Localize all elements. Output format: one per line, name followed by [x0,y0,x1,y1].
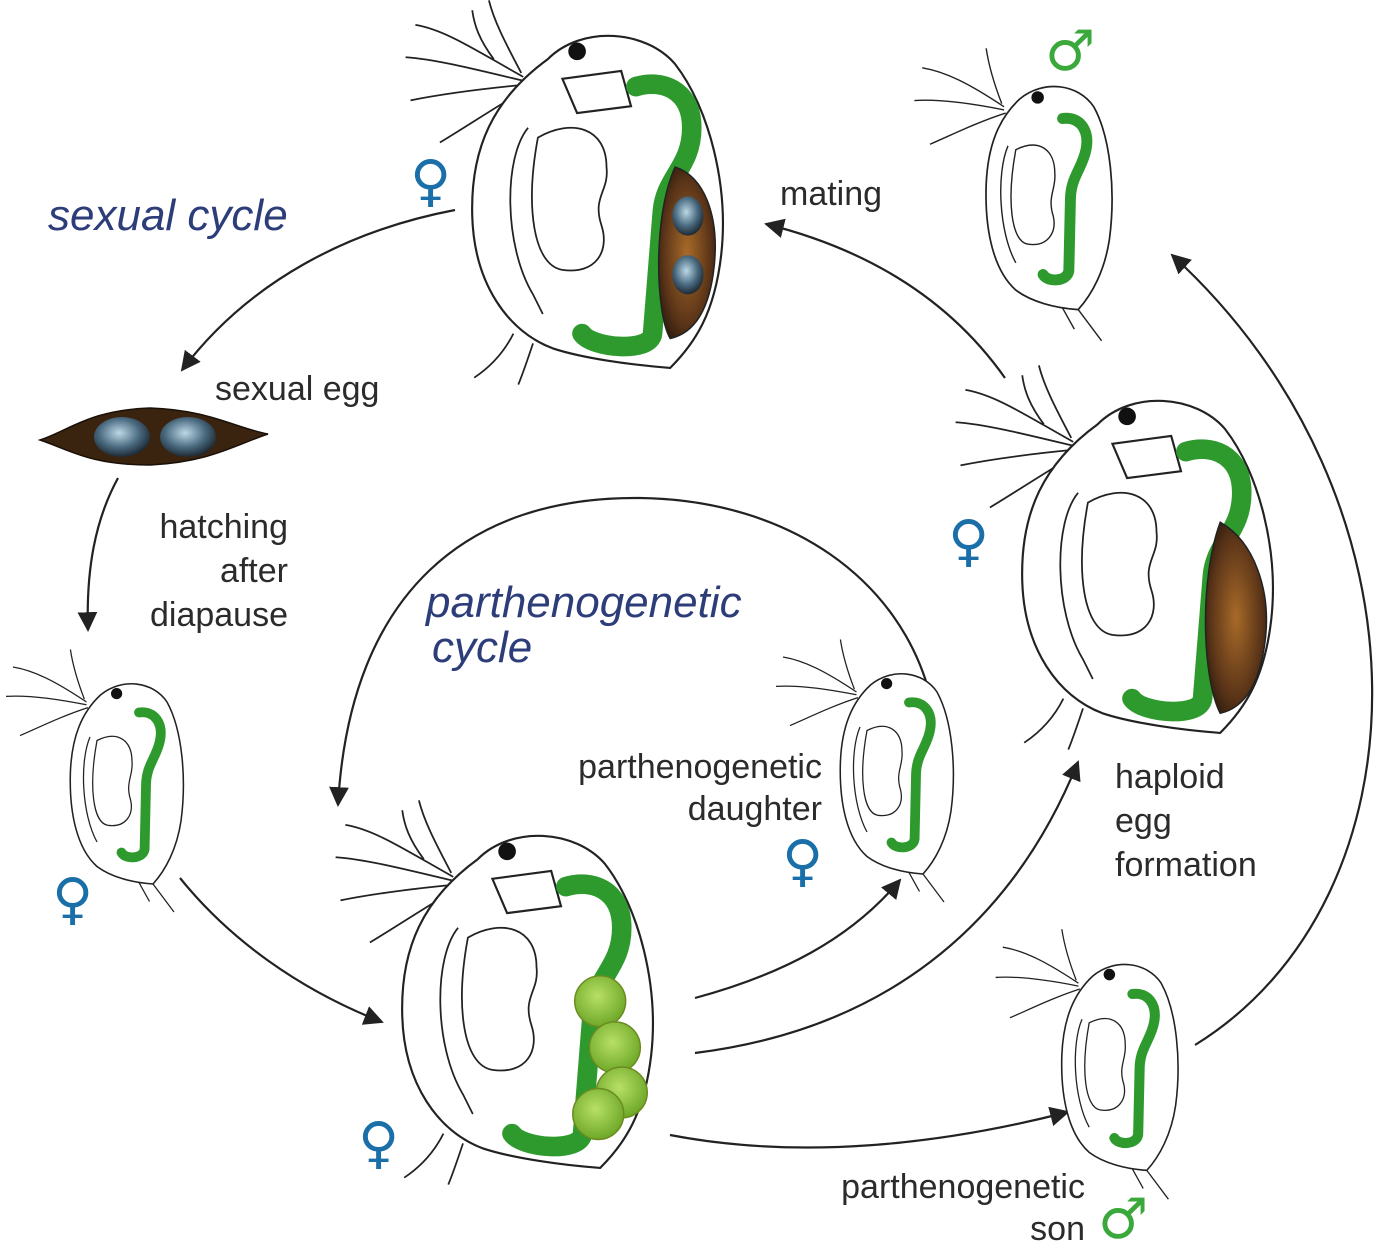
label-daughter-line1: parthenogenetic [578,748,822,786]
arrow-mating [766,224,1005,378]
label-haploid-line3: formation [1115,846,1257,884]
daphnia-haploid-egg-female [956,365,1273,749]
daphnia-hatchling-female [6,650,183,913]
label-hatching-line3: diapause [150,596,288,634]
arrow-hatchling-to-parthenogenetic-female [180,878,382,1022]
label-son-line1: parthenogenetic [841,1168,1085,1206]
label-haploid-line2: egg [1115,802,1172,840]
label-hatching-line2: after [220,552,288,590]
female-symbol-daughter: ♀ [782,829,823,894]
male-symbol-son: ♂ [1098,1187,1148,1246]
label-sexual-egg: sexual egg [215,370,379,408]
label-mating: mating [780,175,882,213]
label-son-line2: son [1030,1210,1085,1246]
label-hatching-line1: hatching [159,508,288,546]
female-symbol-haploid: ♀ [948,509,989,574]
arrow-egg-to-hatchling [88,478,118,630]
daphnia-sexual-female [406,0,723,384]
daphnia-male [914,48,1112,341]
sexual-egg-ephippium [40,408,268,465]
male-symbol-top: ♂ [1045,19,1095,84]
arrow-to-parthenogenetic-son [670,1112,1068,1147]
label-haploid-line1: haploid [1115,758,1225,796]
daphnia-parthenogenetic-son [996,929,1178,1199]
female-symbol-hatchling: ♀ [52,867,93,932]
sexual-cycle-title: sexual cycle [48,191,288,240]
label-daughter-line2: daughter [688,790,822,828]
female-symbol-parthenogenetic: ♀ [358,1111,399,1176]
parthenogenetic-cycle-title-line1: parthenogenetic [424,578,742,627]
arrow-to-parthenogenetic-daughter [695,880,900,998]
parthenogenetic-cycle-title-line2: cycle [432,623,532,672]
female-symbol-sexual-adult: ♀ [410,149,451,214]
